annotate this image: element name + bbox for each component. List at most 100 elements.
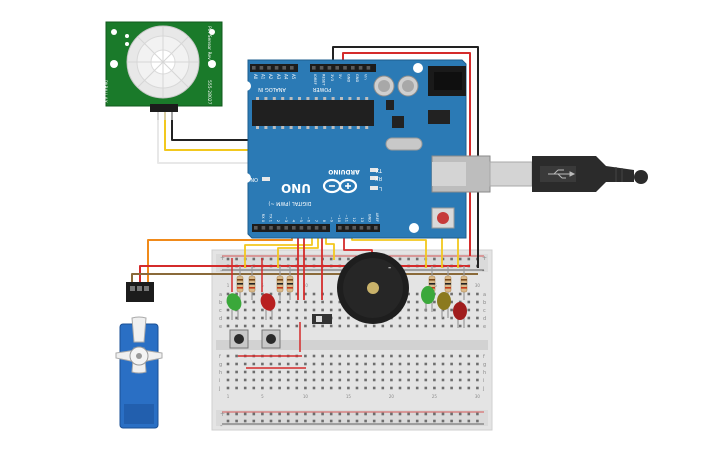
buzzer-minus: - [388, 263, 391, 273]
led-red-left[interactable] [258, 291, 278, 320]
crystal-oscillator [385, 137, 423, 151]
led-green-left[interactable] [224, 291, 244, 320]
digital-pin-label: 2 [276, 220, 280, 222]
power-pin-label: IOREF [313, 74, 317, 85]
led-green-right[interactable] [421, 286, 435, 312]
piezo-buzzer[interactable]: - [337, 252, 409, 324]
row-letter: f [483, 354, 485, 360]
column-number: 25 [432, 394, 438, 399]
rail-plus-label-right: + [482, 255, 487, 262]
row-letter: e [219, 324, 222, 330]
analog-header[interactable] [250, 64, 298, 72]
digital-pin-label: ~11 [345, 214, 349, 222]
digital-pin-label: GND [367, 214, 371, 222]
digital-header-low[interactable] [252, 224, 330, 232]
row-letter: a [219, 292, 222, 298]
pir-rev-label: PIR Sensor Rev B [206, 26, 212, 64]
row-letter: a [483, 292, 486, 298]
rail-plus-label-bottom: + [220, 411, 225, 418]
analog-pin-label: A3 [276, 74, 281, 80]
row-letter: b [483, 300, 486, 306]
usb-plug-metal [489, 161, 533, 187]
rail-minus-label-right: - [482, 267, 485, 275]
digital-pin-label: ~5 [299, 217, 303, 222]
push-button-2[interactable] [261, 329, 281, 349]
row-letter: g [219, 362, 222, 368]
pir-connector[interactable] [150, 104, 178, 112]
usb-cable[interactable] [489, 156, 648, 192]
mounting-hole [241, 81, 251, 91]
column-number: 15 [346, 394, 352, 399]
digital-pin-label: AREF [375, 213, 379, 222]
resistor[interactable] [276, 266, 284, 300]
row-letter: g [483, 362, 486, 368]
row-letter: h [219, 370, 222, 376]
analog-header-label: ANALOG IN [258, 86, 286, 92]
row-letter: b [219, 300, 222, 306]
servo-connector[interactable] [126, 282, 154, 302]
row-letter: j [218, 386, 220, 392]
row-letter: h [483, 370, 486, 376]
column-number: 1 [227, 394, 230, 399]
row-letter: f [219, 354, 221, 360]
rail-minus-label-bottom: - [220, 422, 223, 430]
on-led [262, 177, 270, 181]
digital-pin-label: 4 [291, 220, 295, 223]
analog-pin-label: A1 [261, 74, 266, 80]
digital-header-pins [254, 226, 378, 230]
resistor[interactable] [286, 266, 294, 300]
digital-pin-label: TX 1 [269, 213, 273, 222]
digital-pin-label: RX 0 [261, 214, 265, 223]
servo-motor[interactable] [115, 282, 163, 429]
push-button-1[interactable] [229, 329, 249, 349]
digital-pin-label: ~3 [284, 217, 288, 222]
small-chip [392, 116, 404, 128]
row-letter: i [483, 378, 484, 384]
row-letter: e [483, 324, 486, 330]
column-number: 10 [303, 394, 309, 399]
power-pin-label: RESET [321, 74, 325, 86]
resistor[interactable] [248, 266, 256, 300]
usb-cable-end [634, 170, 648, 184]
power-header-label: POWER [312, 86, 331, 92]
led-yellow-right[interactable] [437, 292, 451, 318]
digital-pin-label: ~9 [329, 217, 333, 223]
row-letter: d [219, 316, 222, 322]
power-pin-label: GND [347, 74, 351, 82]
analog-pin-label: A4 [283, 74, 288, 80]
mounting-hole [413, 63, 423, 73]
slide-switch[interactable] [312, 314, 332, 324]
column-number: 20 [389, 394, 395, 399]
row-letter: c [483, 308, 486, 314]
resistor[interactable] [444, 266, 452, 300]
reset-button-cap[interactable] [437, 212, 449, 224]
l-label: L [379, 185, 382, 191]
power-pin-label: Vin [363, 74, 367, 80]
led-red-right[interactable] [453, 302, 467, 328]
top-header-pins [252, 66, 371, 70]
column-number: 1 [227, 283, 230, 288]
pir-sensor[interactable]: PARALLAX 555-28027 PIR Sensor Rev B [102, 21, 223, 120]
resistor[interactable] [460, 266, 468, 300]
resistor[interactable] [236, 266, 244, 300]
digital-header-high[interactable] [336, 224, 380, 232]
column-number: 30 [475, 394, 481, 399]
arduino-brand-label: ARDUINO [328, 168, 359, 175]
uno-label: UNO [281, 181, 311, 195]
tx-label: TX [375, 167, 383, 173]
l-led [370, 186, 378, 190]
power-header[interactable] [310, 64, 376, 72]
row-letter: j [482, 386, 484, 392]
on-label: ON [250, 176, 258, 182]
digital-header-label: DIGITAL (PWM ~) [268, 200, 311, 206]
analog-pin-label: A5 [291, 74, 296, 80]
mounting-hole [409, 223, 419, 233]
mounting-hole [241, 173, 251, 183]
usb-icon [548, 169, 576, 179]
digital-pin-label: 8 [322, 220, 326, 223]
